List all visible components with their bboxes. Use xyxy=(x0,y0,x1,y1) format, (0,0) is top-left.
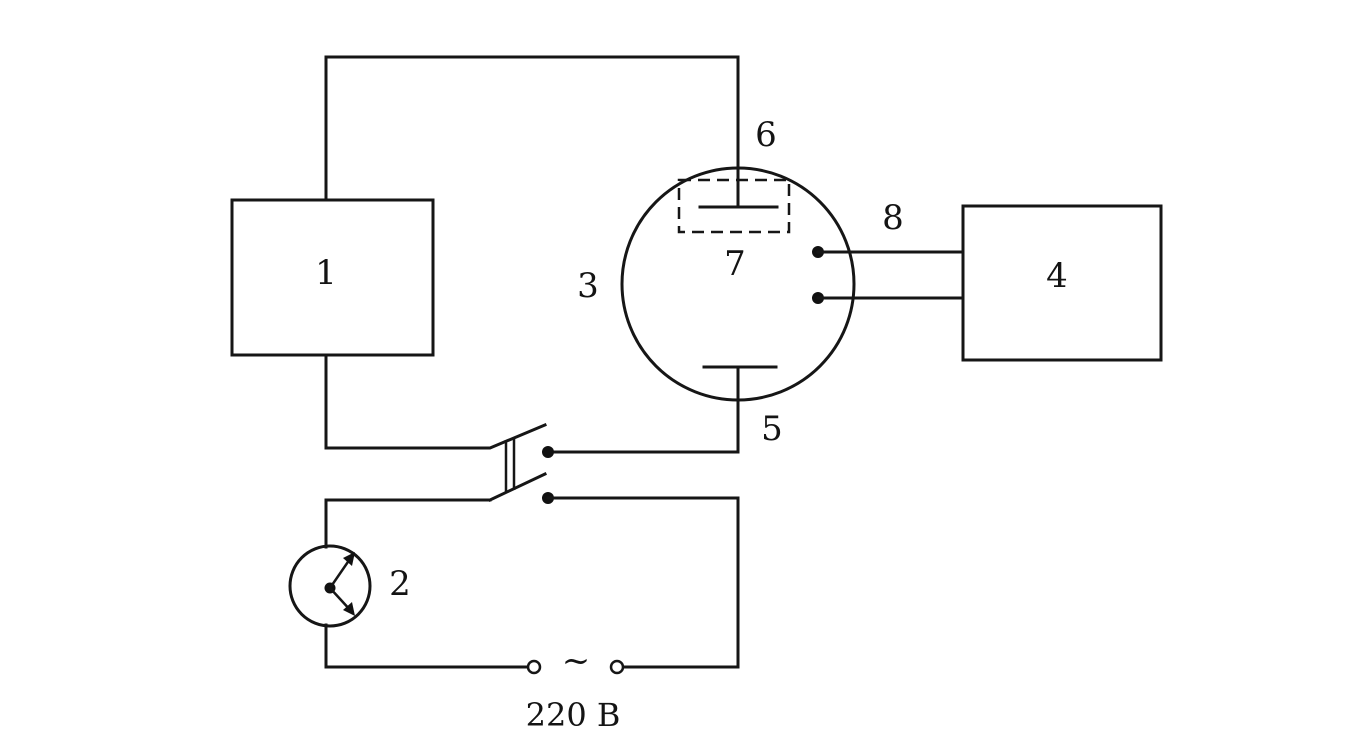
block-1 xyxy=(230,198,435,357)
switch-blade-lower xyxy=(488,472,547,502)
double-pole-switch xyxy=(488,438,554,504)
meter-2-arrowhead-up-icon xyxy=(343,552,355,566)
supply-terminal-left xyxy=(526,659,542,675)
supply-voltage-label: 220 В xyxy=(526,696,621,734)
electrode-5-label: 5 xyxy=(761,409,783,449)
wire-switch-supply xyxy=(546,496,740,669)
leads-8-label: 8 xyxy=(882,198,904,238)
switch-contact-upper xyxy=(542,446,554,458)
wire-block1-switch xyxy=(324,353,547,450)
block-1-label: 1 xyxy=(315,253,337,293)
ac-symbol: ~ xyxy=(562,641,591,681)
meter-2-label: 2 xyxy=(389,564,411,604)
block-4-label: 4 xyxy=(1046,256,1068,296)
meter-2 xyxy=(288,544,372,628)
supply-terminal-right xyxy=(609,659,625,675)
electrode-6-label: 6 xyxy=(755,115,777,155)
meter-2-arrowhead-down-icon xyxy=(343,602,355,616)
wire-top xyxy=(324,55,740,207)
wire-meter-supply xyxy=(324,623,529,669)
block-4 xyxy=(961,204,1163,362)
chamber-3-label: 3 xyxy=(577,266,599,306)
element-7-label: 7 xyxy=(724,244,746,284)
electrode-6-shield xyxy=(677,178,791,234)
meter-2-body xyxy=(288,544,372,628)
wire-switch-meter xyxy=(324,498,492,549)
wire-electrode5-switch xyxy=(546,365,740,454)
